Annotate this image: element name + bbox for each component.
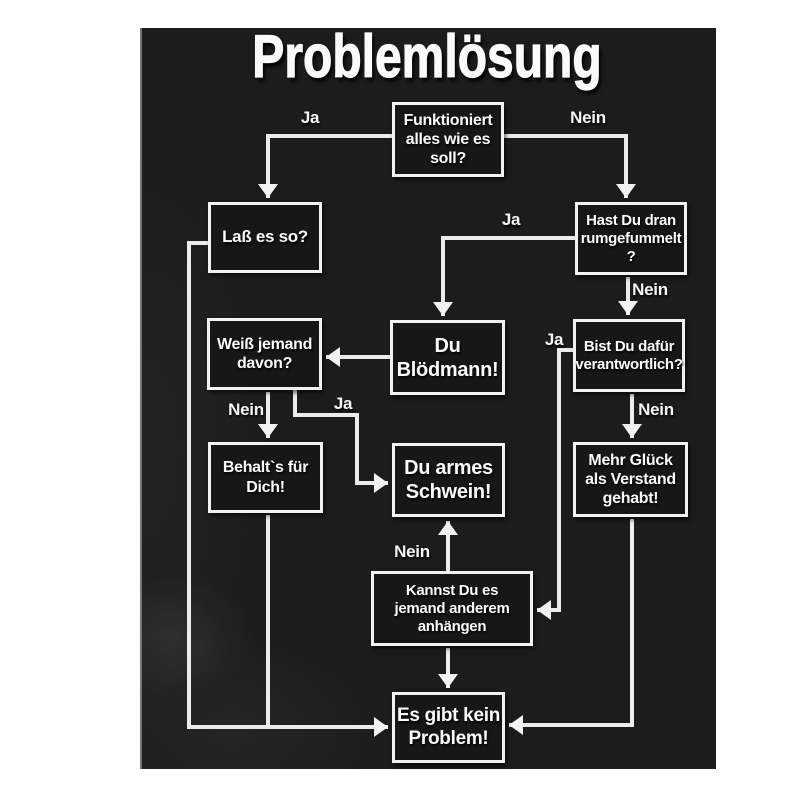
label-nein-anhaengen: Nein: [394, 542, 430, 561]
flow-node-bloedmann: Du Blödmann!: [390, 320, 505, 395]
flow-node-verantwortlich: Bist Du dafür verantwortlich?: [573, 319, 685, 392]
label-nein-weiss-jemand: Nein: [228, 400, 264, 419]
flow-node-kein-problem: Es gibt kein Problem!: [392, 692, 505, 763]
label-nein-verantwortlich: Nein: [638, 400, 674, 419]
flow-node-lass-es-so: Laß es so?: [208, 202, 322, 273]
label-ja-rumgefummelt: Ja: [501, 210, 521, 229]
label-ja-top: Ja: [300, 108, 320, 127]
page-title: Problemlösung: [252, 23, 602, 90]
flow-node-weiss-jemand: Weiß jemand davon?: [207, 318, 322, 390]
label-ja-weiss-jemand: Ja: [333, 394, 353, 413]
label-ja-verantwortlich: Ja: [544, 330, 564, 349]
flow-node-funktioniert: Funktioniert alles wie es soll?: [392, 102, 504, 177]
label-nein-rumgefummelt: Nein: [632, 280, 668, 299]
flow-node-mehr-glueck: Mehr Glück als Verstand gehabt!: [573, 442, 688, 517]
flow-node-rumgefummelt: Hast Du dran rumgefummelt ?: [575, 202, 687, 275]
flow-node-armes-schwein: Du armes Schwein!: [392, 443, 505, 517]
flow-node-anhaengen: Kannst Du es jemand anderem anhängen: [371, 571, 533, 646]
label-nein-top: Nein: [570, 108, 606, 127]
flow-node-behalts-fuer-dich: Behalt`s für Dich!: [208, 442, 323, 513]
